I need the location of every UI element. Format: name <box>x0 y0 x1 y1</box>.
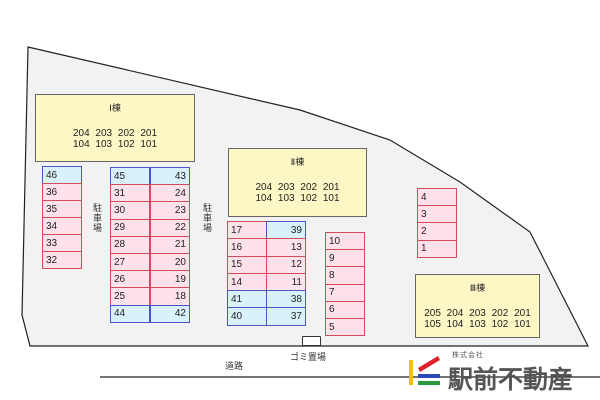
parking-space-2: 2 <box>417 222 457 241</box>
parking-space-38: 38 <box>266 290 306 309</box>
building-3: Ⅲ棟 205 204 203 202 201 105 104 103 102 1… <box>415 274 540 338</box>
parking-space-42: 42 <box>150 304 190 323</box>
garbage-label: ゴミ置場 <box>290 352 327 362</box>
parking-space-29: 29 <box>110 218 150 237</box>
parking-space-23: 23 <box>150 201 190 220</box>
logo-company-name: 駅前不動産 <box>448 365 574 394</box>
parking-space-30: 30 <box>110 201 150 220</box>
company-logo: 株式会社 駅前不動産 <box>408 352 588 394</box>
garbage-box <box>302 336 321 346</box>
parking-label: 駐車場 <box>203 203 213 233</box>
parking-space-19: 19 <box>150 270 190 289</box>
parking-space-43: 43 <box>150 167 190 186</box>
parking-space-4: 4 <box>417 188 457 207</box>
parking-space-25: 25 <box>110 287 150 306</box>
building-1: Ⅰ棟 204 203 202 201 104 103 102 101 <box>35 94 195 162</box>
parking-space-11: 11 <box>266 272 306 292</box>
parking-space-3: 3 <box>417 205 457 224</box>
parking-space-9: 9 <box>325 249 365 268</box>
parking-space-31: 31 <box>110 184 150 203</box>
parking-space-16: 16 <box>227 238 267 257</box>
parking-space-37: 37 <box>266 307 306 326</box>
parking-space-44: 44 <box>110 304 150 323</box>
room-numbers-lower: 104 103 102 101 <box>72 139 158 150</box>
parking-space-46: 46 <box>42 166 82 184</box>
parking-space-22: 22 <box>150 218 190 237</box>
parking-space-34: 34 <box>42 217 82 235</box>
room-numbers-upper: 204 203 202 201 <box>72 128 158 139</box>
parking-space-10: 10 <box>325 232 365 251</box>
parking-space-14: 14 <box>227 272 267 292</box>
parking-space-20: 20 <box>150 252 190 272</box>
parking-space-33: 33 <box>42 234 82 252</box>
parking-space-15: 15 <box>227 255 267 274</box>
parking-space-40: 40 <box>227 307 267 326</box>
parking-space-21: 21 <box>150 235 190 254</box>
building-title: Ⅰ棟 <box>109 103 121 113</box>
room-numbers-upper: 205 204 203 202 201 <box>424 308 531 319</box>
parking-space-5: 5 <box>325 317 365 337</box>
parking-space-45: 45 <box>110 167 150 186</box>
parking-label: 駐車場 <box>93 203 103 233</box>
parking-space-6: 6 <box>325 300 365 319</box>
building-2: Ⅱ棟 204 203 202 201 104 103 102 101 <box>228 148 367 217</box>
logo-company-type: 株式会社 <box>452 352 484 359</box>
parking-space-13: 13 <box>266 238 306 257</box>
parking-space-36: 36 <box>42 183 82 201</box>
logo-mark-icon <box>409 356 440 385</box>
parking-space-1: 1 <box>417 239 457 258</box>
parking-space-18: 18 <box>150 287 190 306</box>
parking-space-35: 35 <box>42 200 82 218</box>
parking-space-41: 41 <box>227 290 267 309</box>
parking-space-24: 24 <box>150 184 190 203</box>
road-label: 道路 <box>225 361 244 371</box>
parking-space-26: 26 <box>110 270 150 289</box>
parking-space-8: 8 <box>325 266 365 285</box>
parking-space-28: 28 <box>110 235 150 254</box>
parking-space-27: 27 <box>110 252 150 272</box>
room-numbers-lower: 105 104 103 102 101 <box>424 319 531 330</box>
parking-space-32: 32 <box>42 251 82 269</box>
room-numbers-upper: 204 203 202 201 <box>255 182 340 193</box>
parking-space-7: 7 <box>325 283 365 302</box>
building-title: Ⅱ棟 <box>290 157 305 167</box>
parking-space-12: 12 <box>266 255 306 274</box>
parking-space-39: 39 <box>266 221 306 240</box>
room-numbers-lower: 104 103 102 101 <box>255 193 340 204</box>
building-title: Ⅲ棟 <box>469 283 486 293</box>
parking-space-17: 17 <box>227 221 267 240</box>
